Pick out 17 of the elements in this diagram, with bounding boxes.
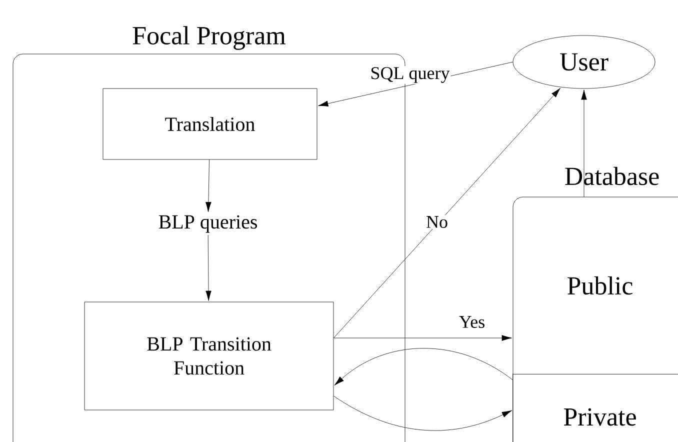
arrow [206,234,212,301]
arrow [334,88,561,338]
arrow [334,348,513,386]
arrow [334,335,512,341]
table-section: Public [512,276,678,374]
edge-label: SQL query [369,66,451,84]
arrow [206,160,212,212]
process-box: BLP Transition Function [84,302,334,410]
process-box: Translation [102,88,318,160]
node-label: Database [565,166,659,186]
node-label: Focal Program [132,26,286,50]
edge-label: No [425,215,449,229]
edge-label: Yes [458,315,486,329]
table-section: Private [512,374,636,442]
flow-label: BLP queries [158,215,257,233]
arrow [334,396,512,431]
arrow [581,90,587,197]
